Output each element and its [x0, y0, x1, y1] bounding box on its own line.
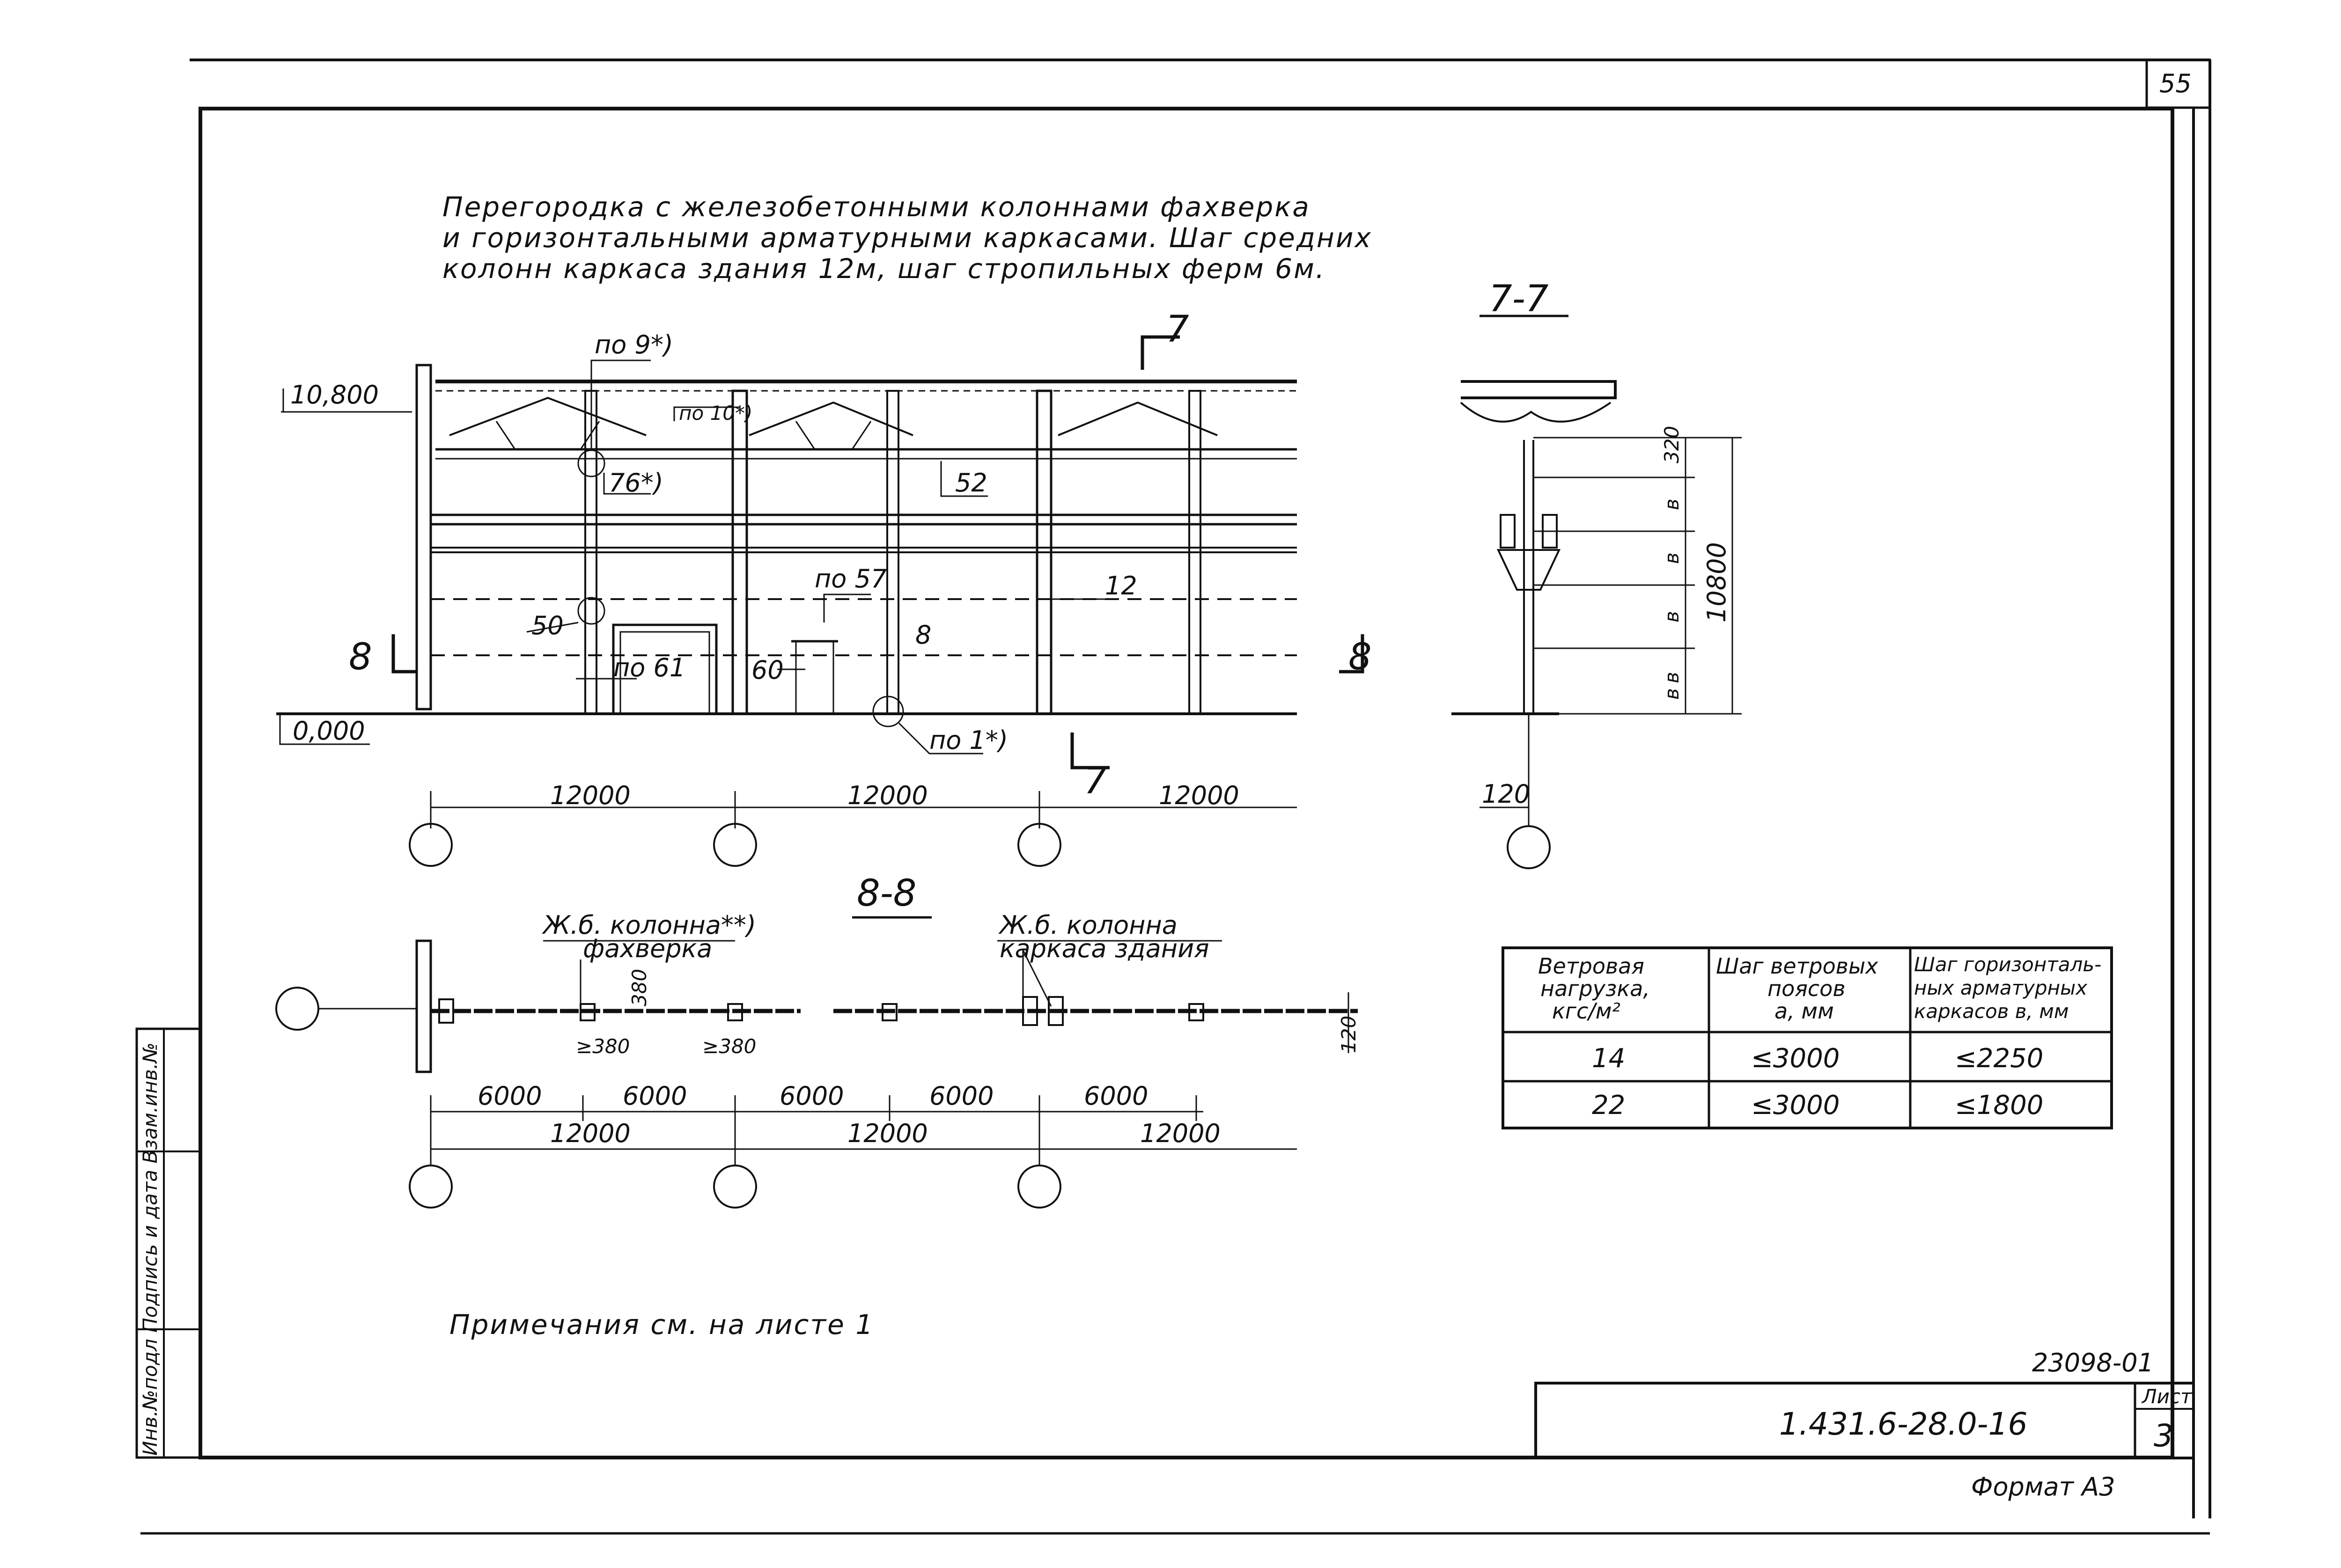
half-span-dimension: 6000: [1084, 1081, 1148, 1111]
table-cell: ≤1800: [1955, 1090, 2043, 1121]
dim-total-height: 10800: [1702, 542, 1731, 623]
span-dimension: 12000: [550, 1119, 631, 1148]
note-text: Примечания см. на листе 1: [449, 1309, 874, 1341]
table-header-cell: каркасов в, мм: [1914, 1000, 2069, 1023]
table-header-cell: поясов: [1767, 976, 1845, 1001]
level-bottom: 0,000: [293, 716, 365, 746]
callout-52: 52: [955, 468, 987, 498]
grid-axis-bubble: [713, 823, 757, 867]
span-dimension: 12000: [550, 781, 631, 810]
document-code: 1.431.6-28.0-16: [1779, 1406, 2027, 1442]
dim-v: в: [1660, 611, 1683, 623]
callout-12: 12: [1105, 571, 1137, 601]
callout-po10: по 10*): [679, 402, 752, 425]
dim-380-a: ≥380: [576, 1035, 630, 1058]
callout-po61: по 61: [613, 653, 685, 682]
section-7-7: [1451, 315, 1742, 869]
callout-50: 50: [531, 611, 564, 640]
grid-axis-bubble: [713, 1165, 757, 1209]
elevation-view: [276, 335, 1364, 867]
span-dimension: 12000: [1140, 1119, 1221, 1148]
dim-v: в: [1660, 688, 1683, 700]
callout-po57: по 57: [815, 564, 887, 593]
section-mark-left: 8: [349, 636, 372, 678]
sheet-frame: [135, 59, 2211, 1535]
wind-load-table: [1502, 946, 2113, 1129]
sheet-number-top: 55: [2159, 69, 2192, 98]
table-cell: ≤3000: [1751, 1090, 1840, 1121]
section-7-7-title: 7-7: [1489, 278, 1548, 320]
half-span-dimension: 6000: [780, 1081, 844, 1111]
table-header-cell: Ветровая: [1538, 953, 1644, 979]
callout-po9: по 9*): [595, 330, 673, 359]
section-mark-bottom: 7: [1084, 760, 1107, 802]
level-top: 10,800: [290, 380, 379, 410]
dim-120: 120: [1337, 1016, 1360, 1053]
half-span-dimension: 6000: [478, 1081, 542, 1111]
table-header-cell: а, мм: [1774, 998, 1834, 1024]
format-label: Формат А3: [1971, 1472, 2115, 1502]
grid-axis-bubble: [409, 823, 453, 867]
table-header-cell: ных арматурных: [1914, 976, 2088, 999]
half-span-dimension: 6000: [929, 1081, 994, 1111]
grid-axis-bubble: [1017, 823, 1061, 867]
label-frame-column-2: каркаса здания: [1000, 934, 1209, 963]
grid-axis-bubble: [409, 1165, 453, 1209]
table-header-cell: Шаг горизонталь-: [1914, 953, 2101, 976]
table-cell: ≤3000: [1751, 1043, 1840, 1074]
callout-60: 60: [751, 655, 784, 685]
side-strip-text: Инв.№подл Подпись и дата Взам.инв.№: [139, 1042, 162, 1456]
table-cell: 14: [1592, 1043, 1625, 1074]
grid-axis-bubble: [1017, 1165, 1061, 1209]
sheet-number: 3: [2154, 1418, 2173, 1454]
grid-axis-bubble: [1507, 825, 1551, 869]
dim-380-vertical: 380: [628, 969, 651, 1006]
callout-76: 76*): [609, 468, 663, 498]
table-header-cell: кгс/м²: [1552, 998, 1620, 1024]
section-8-8-title: 8-8: [857, 872, 916, 915]
dim-v: в: [1660, 672, 1683, 683]
dim-v: в: [1660, 498, 1683, 510]
dim-v: в: [1660, 552, 1683, 564]
title-line-1: Перегородка с железобетонными колоннами …: [442, 191, 1310, 223]
sheet-label: Лист: [2141, 1385, 2193, 1408]
section-mark-top: 7: [1166, 308, 1189, 351]
span-dimension: 12000: [1159, 781, 1239, 810]
table-cell: ≤2250: [1955, 1043, 2043, 1074]
span-dimension: 12000: [847, 1119, 928, 1148]
table-cell: 22: [1592, 1090, 1625, 1121]
title-block: [1534, 1382, 2195, 1459]
dim-base-120: 120: [1482, 779, 1530, 809]
table-header-cell: Шаг ветровых: [1716, 953, 1878, 979]
grid-axis-bubble: [275, 987, 319, 1031]
section-8-8: [275, 916, 1358, 1209]
label-facade-column-2: фахверка: [583, 934, 712, 963]
span-dimension: 12000: [847, 781, 928, 810]
table-header-cell: нагрузка,: [1540, 976, 1650, 1001]
title-line-2: и горизонтальными арматурными каркасами.…: [442, 222, 1372, 254]
section-mark-right: 8: [1348, 636, 1372, 678]
dim-380-b: ≥380: [702, 1035, 756, 1058]
callout-8: 8: [915, 620, 931, 650]
label-frame-column-1: Ж.б. колонна: [998, 910, 1178, 940]
callout-po1: по 1*): [929, 725, 1008, 755]
label-facade-column-1: Ж.б. колонна**): [542, 910, 756, 940]
title-line-3: колонн каркаса здания 12м, шаг стропильн…: [442, 253, 1325, 285]
dim-320: 320: [1660, 426, 1683, 463]
half-span-dimension: 6000: [623, 1081, 687, 1111]
archive-number: 23098-01: [2032, 1348, 2154, 1377]
